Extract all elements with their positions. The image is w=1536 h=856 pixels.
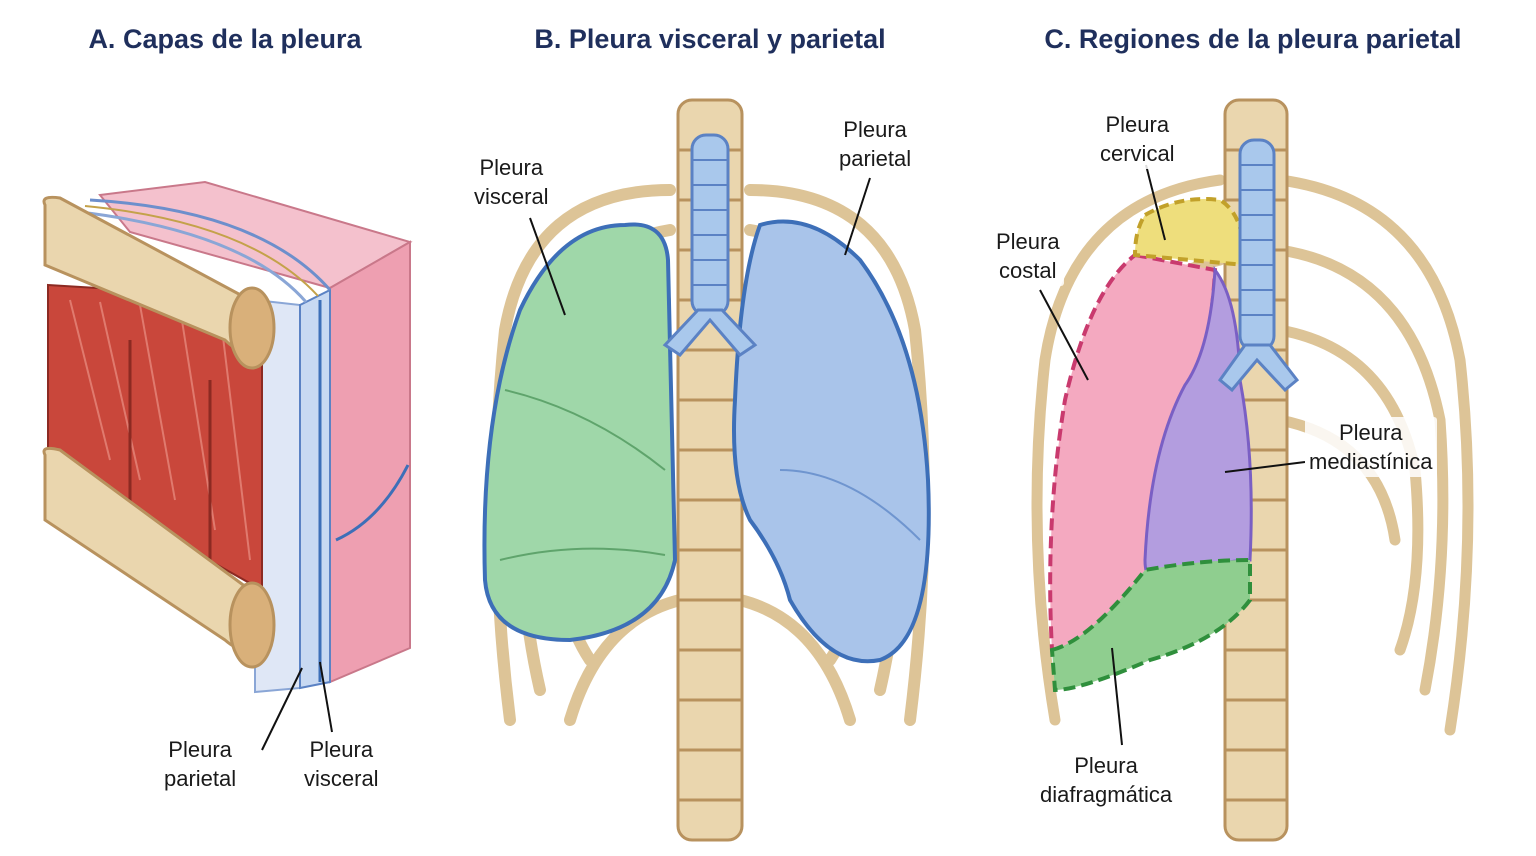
panel-parietal-regions: C. Regiones de la pleura parietal <box>970 0 1536 856</box>
membrane-curve-1 <box>89 198 332 291</box>
label-c-cervical: Pleura cervical <box>1096 109 1179 169</box>
leader-c-costal <box>1039 289 1089 381</box>
leader-c-diafragmatica <box>1111 647 1123 746</box>
panel-a-title: A. Capas de la pleura <box>88 24 362 54</box>
left-lung-visceral <box>482 222 678 643</box>
leader-b-visceral <box>529 217 566 316</box>
rib-lower-section <box>228 581 276 669</box>
trachea-c <box>1217 138 1300 393</box>
leader-parietal <box>261 667 303 751</box>
membrane-curve-2 <box>84 205 319 297</box>
left-lung-fissure <box>499 389 666 561</box>
region-cervical <box>1132 197 1248 268</box>
leader-c-mediastinica <box>1224 461 1306 473</box>
rib-upper-section <box>228 286 276 370</box>
label-b-visceral: Pleura visceral <box>470 152 553 212</box>
label-c-diafragmatica: Pleura diafragmática <box>1036 750 1177 810</box>
leader-c-cervical <box>1145 164 1166 241</box>
right-lung-fissure <box>779 469 921 541</box>
pleura-layers-illustration <box>42 180 413 751</box>
muscle-fibers <box>69 299 251 561</box>
thorax-illustration-b <box>482 98 931 842</box>
trachea <box>662 133 758 357</box>
thorax-illustration-c <box>1031 98 1474 842</box>
label-c-mediastinica: Pleura mediastínica <box>1305 417 1437 477</box>
label-b-parietal: Pleura parietal <box>835 114 916 174</box>
panel-b-title: B. Pleura visceral y parietal <box>534 24 886 54</box>
panel-c-title: C. Regiones de la pleura parietal <box>1044 24 1462 54</box>
leader-visceral <box>319 661 333 733</box>
label-a-visceral: Pleura visceral <box>300 734 383 794</box>
right-lung <box>732 219 931 664</box>
label-a-parietal: Pleura parietal <box>160 734 241 794</box>
panel-visceral-parietal: B. Pleura visceral y parietal <box>450 0 970 856</box>
membrane-curve-3 <box>79 210 308 303</box>
tissue-block-side <box>329 240 411 684</box>
region-diaphragmatic <box>1049 557 1252 693</box>
pleural-line-side <box>318 300 410 682</box>
leader-b-parietal <box>844 177 871 256</box>
panel-pleura-layers: A. Capas de la pleura Pleura parietal Pl… <box>0 0 450 856</box>
visceral-layer-band <box>299 288 331 690</box>
label-c-costal: Pleura costal <box>992 226 1064 286</box>
